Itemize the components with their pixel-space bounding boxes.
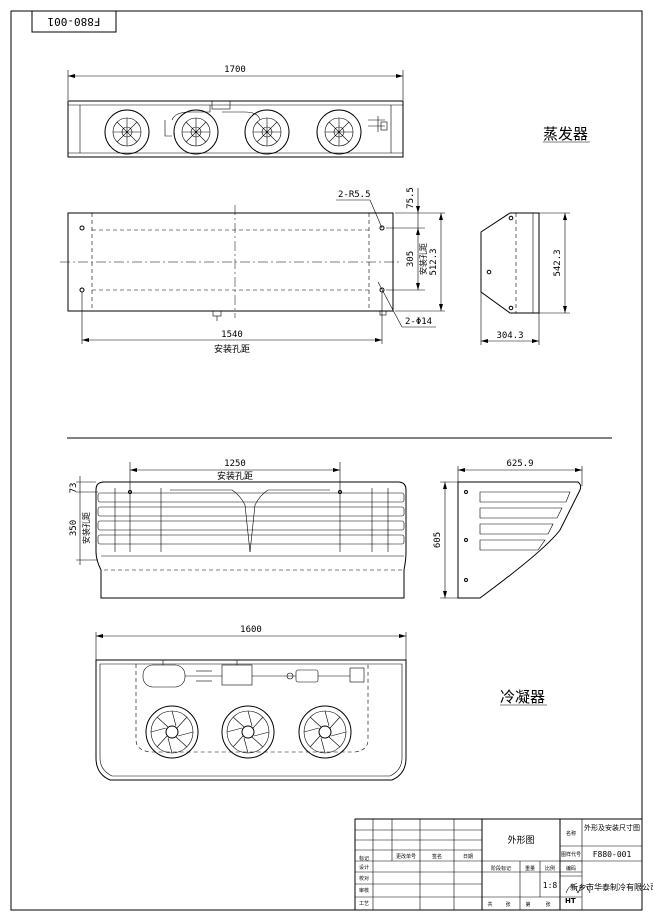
evap-hole-spacing-h-label: 安装孔距 (214, 343, 250, 355)
condenser-top-view: 1600 (95, 625, 407, 781)
cond-fan-2 (221, 705, 275, 759)
title-block: 标记 设计 校对 审核 工艺 更改单号 签名 日期 外形图 名称 外形及安装尺寸… (354, 818, 653, 911)
sheet-border (10, 10, 643, 911)
cond-hole-spacing-h-label: 安装孔距 (217, 470, 253, 482)
svg-text:更改单号: 更改单号 (396, 853, 416, 860)
svg-text:名称: 名称 (566, 830, 576, 837)
evap-fan-4 (316, 109, 362, 155)
svg-text:设计: 设计 (359, 864, 369, 871)
condenser-side-view: 625.9 605 (433, 459, 583, 599)
svg-text:编码: 编码 (566, 865, 576, 872)
cond-fan-3 (298, 705, 352, 759)
cond-fan-1 (145, 705, 199, 759)
drawing-code-box: F880-001 (31, 10, 117, 33)
svg-text:共: 共 (487, 901, 492, 908)
svg-text:图样代号: 图样代号 (561, 851, 581, 858)
svg-text:标记: 标记 (359, 855, 369, 862)
svg-text:阶段标记: 阶段标记 (491, 865, 511, 872)
evap-fan-2 (173, 109, 219, 155)
evap-top-offset: 75.5 (406, 187, 416, 209)
cond-hole-spacing-v: 350 (69, 520, 79, 536)
drawing-title: 外形及安装尺寸图 (584, 823, 640, 832)
svg-text:工艺: 工艺 (359, 901, 369, 907)
evap-side-depth: 304.3 (496, 331, 523, 341)
evap-hole-spacing-v-label: 安装孔距 (418, 243, 428, 275)
cond-hole-spacing-h: 1250 (224, 459, 246, 469)
svg-text:签名: 签名 (432, 853, 442, 860)
evaporator-side-view: 542.3 304.3 (480, 212, 570, 345)
scale-value: 1:8 (543, 881, 558, 890)
cond-top-offset: 73 (69, 483, 79, 494)
drawing-name: 外形图 (507, 834, 534, 846)
svg-text:张: 张 (545, 901, 550, 908)
evap-hole-dia: 2-Φ14 (405, 317, 432, 327)
svg-text:HT: HT (565, 897, 576, 905)
evaporator-top-view: 2-R5.5 2-Φ14 75.5 305 安装孔距 512.3 1540 安装… (60, 187, 445, 355)
evaporator-front-view: 1700 (67, 65, 404, 158)
cond-side-height: 605 (433, 532, 443, 548)
evaporator-label: 蒸发器 (543, 125, 588, 143)
svg-text:张: 张 (505, 901, 510, 908)
svg-text:审核: 审核 (359, 887, 369, 894)
evap-width-dim: 1700 (224, 65, 246, 75)
cond-hole-spacing-v-label: 安装孔距 (81, 512, 91, 544)
company-logo: HT (565, 885, 591, 905)
evap-height-dim: 512.3 (429, 248, 439, 275)
evap-hole-spacing-v: 305 (406, 251, 416, 267)
drawing-number: F880-001 (593, 850, 632, 859)
svg-text:校对: 校对 (359, 875, 369, 882)
condenser-front-view: 1250 安装孔距 73 350 安装孔距 (69, 459, 407, 599)
evap-hole-radius: 2-R5.5 (338, 190, 371, 200)
evap-hole-spacing-h: 1540 (221, 330, 243, 340)
svg-text:第: 第 (525, 901, 530, 908)
evap-fan-3 (244, 109, 290, 155)
condenser-label: 冷凝器 (500, 688, 545, 706)
company-name: 新乡市华泰制冷有限公司 (570, 882, 653, 892)
svg-text:重量: 重量 (525, 865, 535, 872)
cond-piping (142, 660, 365, 688)
cond-width-dim: 1600 (240, 625, 262, 635)
svg-text:比例: 比例 (545, 865, 555, 872)
evap-side-height: 542.3 (553, 249, 563, 276)
cond-side-depth: 625.9 (506, 459, 533, 469)
evap-fan-1 (104, 109, 150, 155)
drawing-code-rotated: F880-001 (48, 15, 101, 28)
svg-text:日期: 日期 (463, 854, 473, 860)
